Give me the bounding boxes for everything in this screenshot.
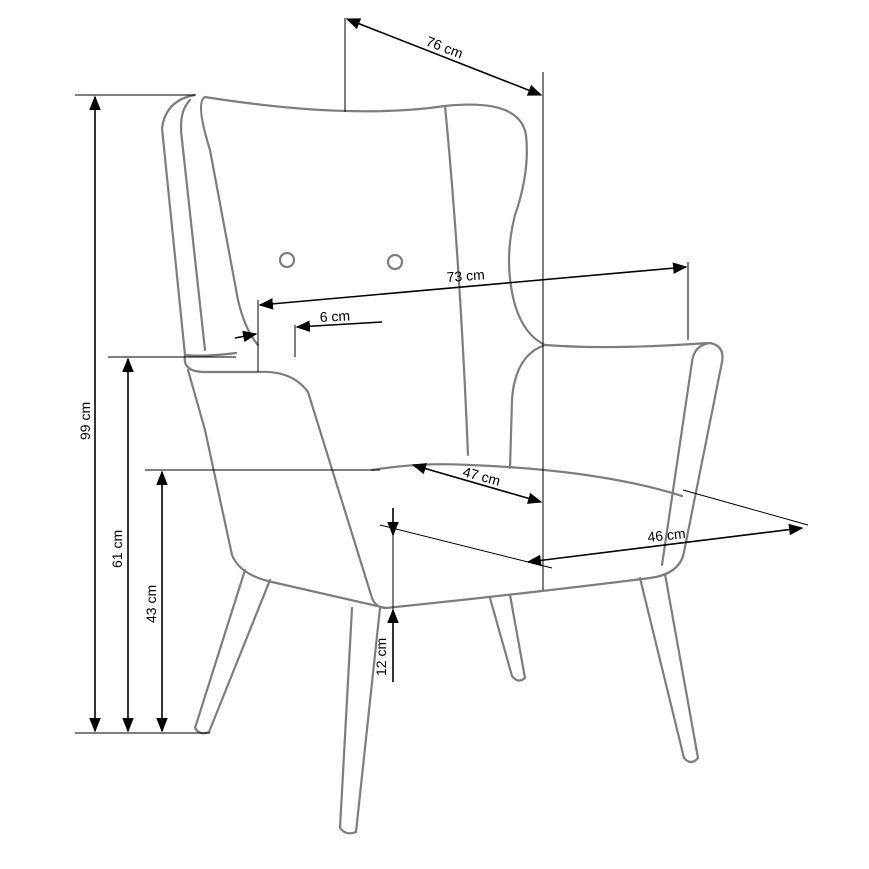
chair-left-arm-outer [186,368,388,610]
label-arm-width: 73 cm [446,266,485,285]
dim-line-6-left [234,330,258,343]
leg-left-front [193,568,272,735]
leg-right-back [488,593,527,682]
dimension-lines [75,18,809,734]
chair-back-top [203,95,710,349]
dim-line-46 [526,523,804,567]
dim-line-76 [345,18,543,96]
label-seat-height: 43 cm [143,585,159,623]
label-arm-height: 61 cm [109,530,125,568]
leg-center-front [338,606,382,835]
leg-right-front [638,572,700,764]
label-seat-width: 46 cm [647,525,687,545]
dim-line-47 [411,463,543,504]
dim-line-6-right [295,320,383,332]
chair-front-bottom [384,341,724,610]
chair-right-arm-inner [508,343,547,470]
chair-seat-front-edge [370,463,684,498]
chair-back-left-edge [199,95,260,347]
chair-left-arm [183,353,388,610]
button-tuft-left [278,251,296,269]
dimension-labels: 76 cm 73 cm 6 cm 47 cm 46 cm 99 cm 61 cm… [77,33,686,676]
button-tuft-right [386,253,404,271]
label-total-height: 99 cm [77,402,93,440]
chair-left-wing [160,93,238,357]
chair-left-wing-inner [179,98,207,352]
chair-drawing [160,93,724,835]
label-arm-thickness: 6 cm [319,307,350,325]
label-seat-cushion: 12 cm [373,638,389,676]
dim-line-73 [258,262,688,310]
chair-right-arm-front [660,341,712,567]
